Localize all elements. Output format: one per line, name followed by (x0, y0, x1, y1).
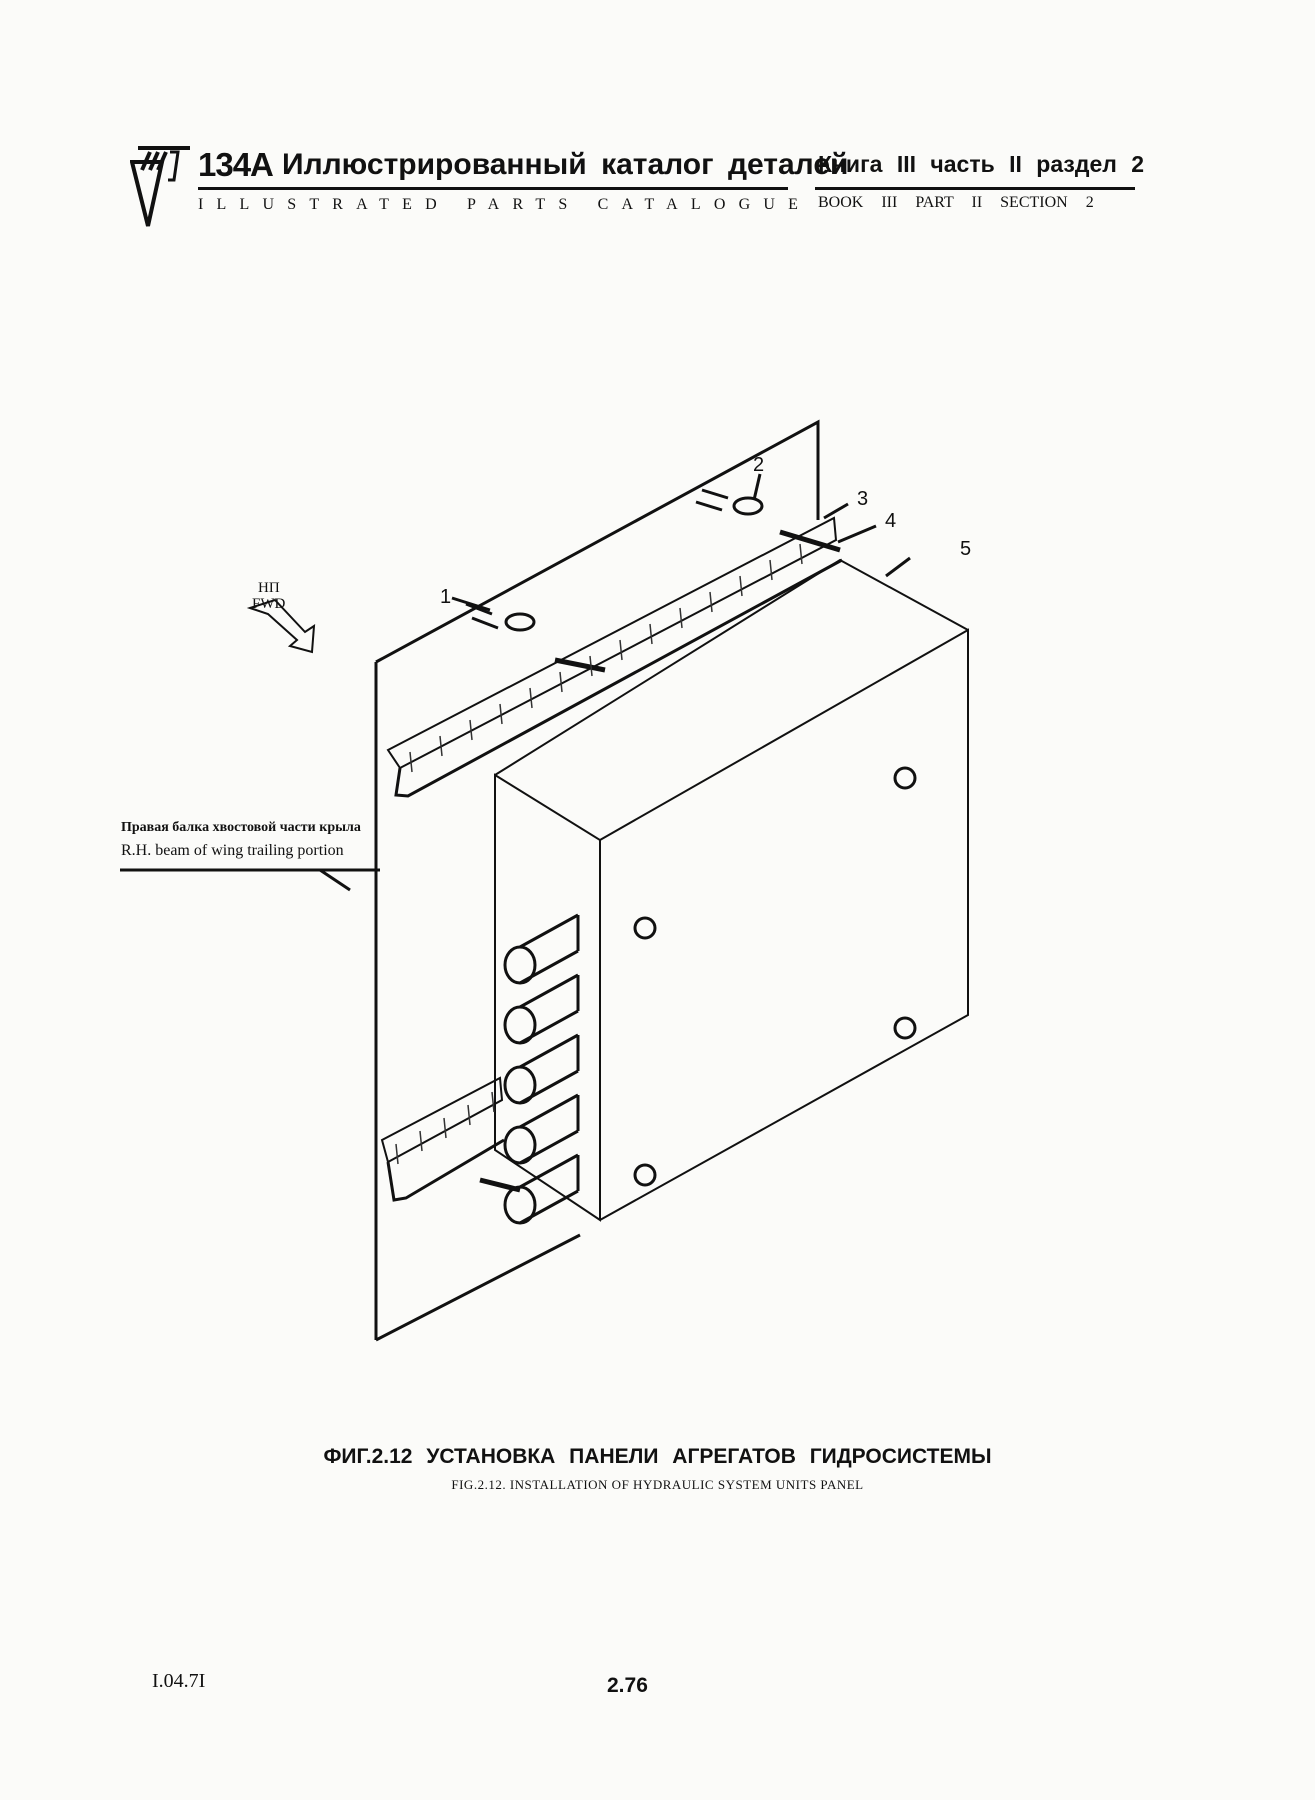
direction-label-ru: НП (258, 580, 280, 596)
figure-caption-en: FIG.2.12. INSTALLATION OF HYDRAULIC SYST… (451, 1477, 864, 1492)
callout-5: 5 (960, 538, 972, 560)
catalog-title-ru: Иллюстрированный каталог деталей (282, 148, 849, 181)
catalog-title-en: ILLUSTRATED PARTS CATALOGUE (198, 196, 812, 213)
direction-label-en: FWD (252, 596, 286, 612)
callout-3: 3 (857, 488, 869, 510)
book-section-ru: Книга III часть II раздел 2 (818, 151, 1145, 177)
book-section-en: BOOK III PART II SECTION 2 (818, 194, 1094, 211)
callout-4: 4 (885, 510, 897, 532)
figure-caption-ru: ФИГ.2.12 УСТАНОВКА ПАНЕЛИ АГРЕГАТОВ ГИДР… (323, 1445, 992, 1468)
beam-label-en: R.H. beam of wing trailing portion (121, 842, 344, 859)
page-number: 2.76 (607, 1674, 648, 1697)
header-rule-right (815, 187, 1135, 190)
aircraft-model: 134A (198, 146, 274, 183)
installation-drawing (100, 400, 1000, 1360)
tupolev-logo (129, 140, 260, 230)
revision-date: I.04.7I (152, 1670, 206, 1692)
callout-2: 2 (753, 454, 765, 476)
header-rule (198, 187, 788, 190)
callout-1: 1 (440, 586, 452, 608)
beam-label-ru: Правая балка хвостовой части крыла (121, 820, 361, 835)
